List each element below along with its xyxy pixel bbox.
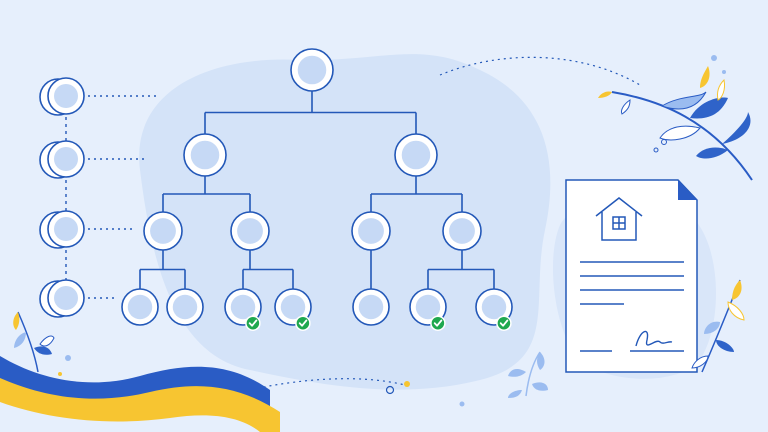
tree-node-root [290, 48, 334, 92]
check-icon [245, 315, 261, 331]
check-icon [430, 315, 446, 331]
tree-node-l3-f [409, 288, 447, 331]
decor-dot [404, 381, 410, 387]
leaf-branch-bottom-right [691, 279, 745, 373]
connector-l2-b [242, 250, 294, 289]
connector-l1-left [162, 176, 251, 212]
tree-node-l2-b [230, 211, 270, 251]
dotted-arc-top [439, 56, 641, 86]
connector-l1-right [370, 176, 463, 212]
legend-level-2 [39, 140, 85, 179]
legend-level-3 [39, 210, 85, 249]
side-level-legend [39, 77, 160, 318]
connector-l2-a [139, 250, 186, 289]
tree-node-l3-e [352, 288, 390, 326]
tree-node-l3-c [224, 288, 262, 331]
house-icon [595, 197, 643, 241]
document-icon [565, 179, 698, 373]
leaf-branch-icon [598, 55, 753, 181]
check-icon [295, 315, 311, 331]
tree-node-l2-a [143, 211, 183, 251]
connector-l2-d [427, 250, 495, 289]
tree-node-l2-c [351, 211, 391, 251]
legend-level-4 [39, 279, 85, 318]
tree-nodes [121, 48, 513, 331]
connector-root [204, 91, 417, 134]
tree-node-l3-b [166, 288, 204, 326]
decor-dot [459, 401, 465, 407]
tree-node-l3-g [475, 288, 513, 331]
tree-node-l3-a [121, 288, 159, 326]
ukraine-flag-wave [0, 356, 280, 432]
legend-level-1 [39, 77, 85, 116]
leaf-branch-bottom-left [13, 311, 71, 376]
tree-node-l3-d [274, 288, 312, 331]
check-icon [496, 315, 512, 331]
tree-connectors [139, 91, 495, 289]
document-fold [678, 180, 697, 200]
tree-node-l1-left [183, 133, 227, 177]
tree-node-l2-d [442, 211, 482, 251]
document-text-lines [580, 261, 684, 352]
decor-dot [385, 385, 395, 395]
leaf-sprout-bottom [508, 351, 548, 398]
signature-icon [635, 330, 673, 347]
tree-node-l1-right [394, 133, 438, 177]
background-blob [139, 54, 551, 390]
